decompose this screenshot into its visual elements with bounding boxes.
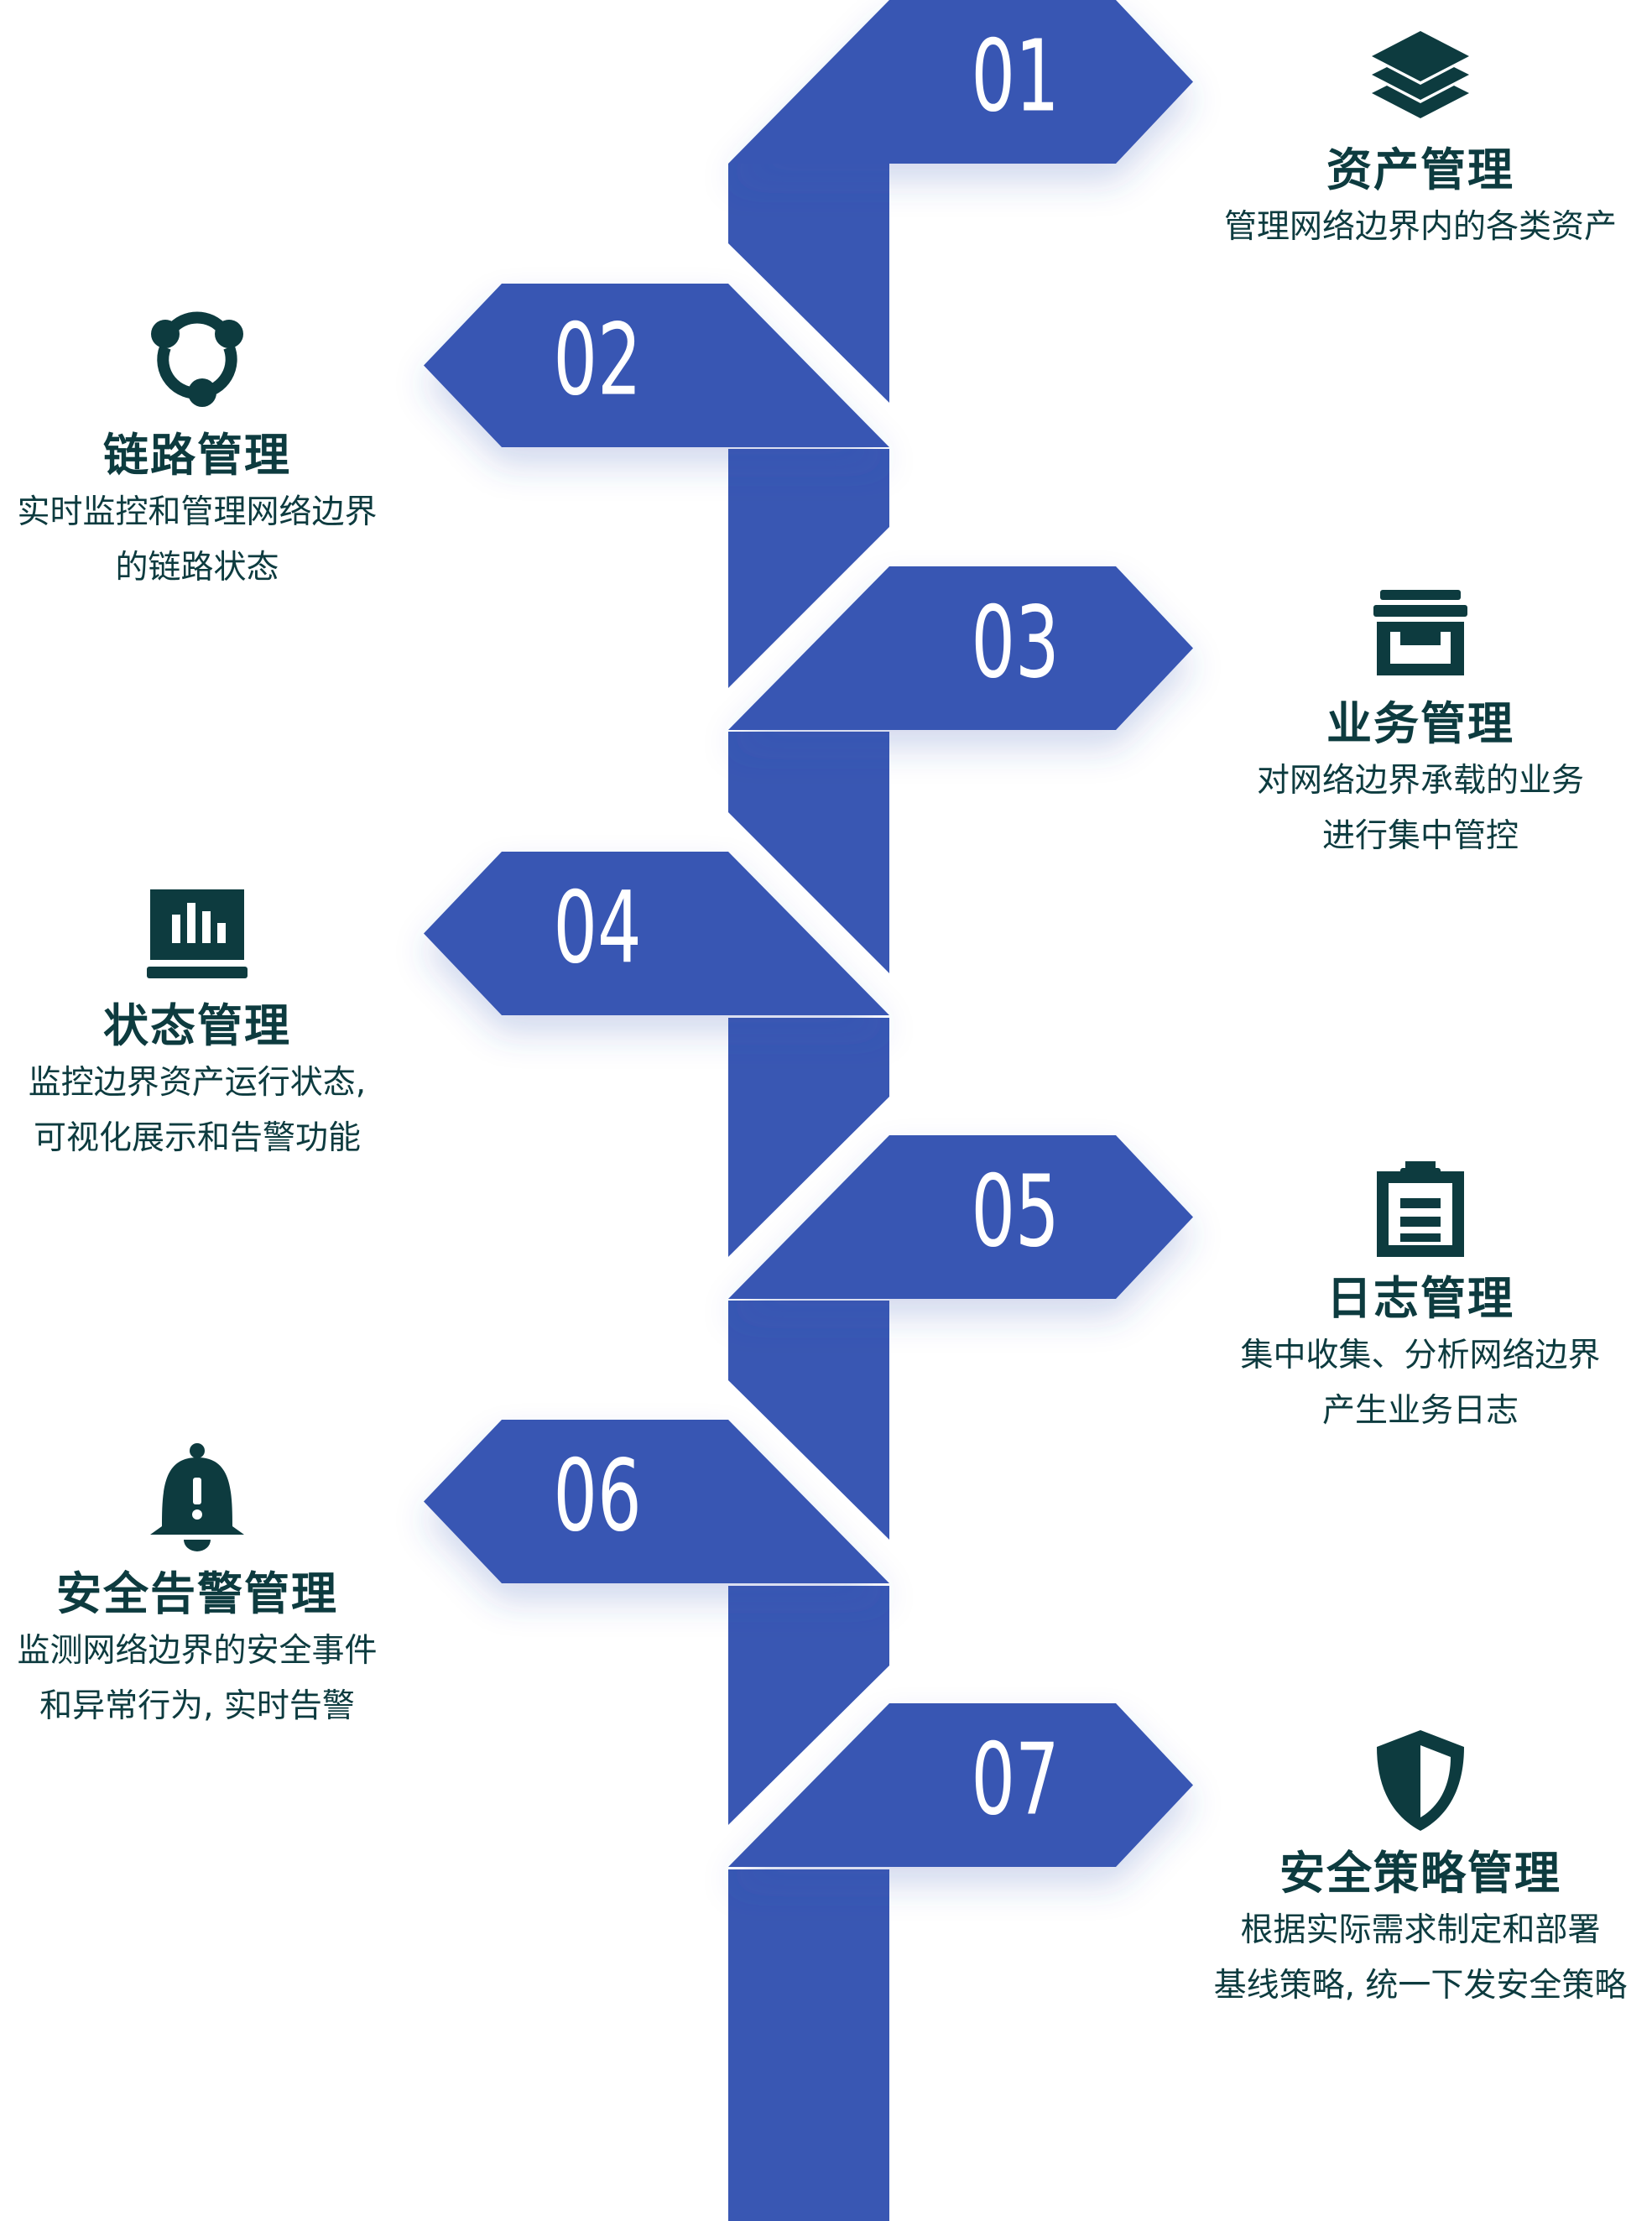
feature-description-line: 和异常行为, 实时告警: [39, 1687, 355, 1725]
feature-description-line: 的链路状态: [115, 548, 279, 587]
step-arrows: 01 02 03 04 05 06 07: [424, 0, 1193, 1867]
step-arrow-01: [728, 0, 1193, 164]
feature-step-06: 安全告警管理 监测网络边界的安全事件 和异常行为, 实时告警: [0, 1562, 457, 1734]
trunk-segment: [728, 732, 889, 973]
trunk-segment: [728, 164, 889, 403]
feature-title: 链路管理: [103, 429, 291, 482]
feature-step-01: 资产管理 管理网络边界内的各类资产: [1160, 138, 1652, 255]
step-number-07: 07: [971, 1722, 1059, 1837]
feature-description-line: 管理网络边界内的各类资产: [1223, 207, 1617, 246]
feature-description-line: 监控边界资产运行状态,: [28, 1063, 367, 1102]
trunk-segment: [728, 1018, 889, 1257]
step-number-05: 05: [971, 1154, 1059, 1269]
feature-title: 日志管理: [1326, 1272, 1514, 1325]
step-icons: [147, 31, 1469, 1831]
feature-description-line: 实时监控和管理网络边界: [17, 493, 378, 531]
feature-title: 状态管理: [103, 999, 291, 1052]
feature-description-line: 集中收集、分析网络边界: [1240, 1336, 1601, 1374]
trunk-segment: [728, 1869, 889, 2221]
share-nodes-icon: [151, 311, 243, 407]
step-arrow-05: [728, 1135, 1193, 1299]
feature-title: 业务管理: [1326, 697, 1514, 750]
feature-step-02: 链路管理 实时监控和管理网络边界 的链路状态: [0, 424, 457, 596]
feature-description-line: 基线策略, 统一下发安全策略: [1213, 1966, 1628, 2005]
feature-description-line: 根据实际需求制定和部署: [1240, 1911, 1601, 1949]
trunk-segment: [728, 1301, 889, 1540]
feature-title: 安全告警管理: [56, 1567, 338, 1620]
shield-icon: [1377, 1730, 1464, 1831]
feature-description-line: 监测网络边界的安全事件: [17, 1631, 378, 1670]
step-number-02: 02: [553, 302, 641, 417]
feature-step-07: 安全策略管理 根据实际需求制定和部署 基线策略, 统一下发安全策略: [1160, 1842, 1652, 2014]
feature-description-line: 可视化展示和告警功能: [33, 1118, 361, 1157]
step-number-06: 06: [553, 1438, 641, 1553]
step-arrow-02: [424, 284, 889, 447]
layers-icon: [1372, 31, 1469, 118]
feature-title: 安全策略管理: [1279, 1847, 1561, 1900]
trunk-segment: [728, 449, 889, 688]
trunk-segment: [728, 1586, 889, 1825]
feature-step-05: 日志管理 集中收集、分析网络边界 产生业务日志: [1160, 1267, 1652, 1439]
feature-title: 资产管理: [1326, 143, 1514, 196]
bell-alert-icon: [150, 1443, 244, 1551]
step-arrow-07: [728, 1703, 1193, 1867]
step-arrow-04: [424, 852, 889, 1015]
archive-box-icon: [1373, 590, 1467, 675]
feature-step-04: 状态管理 监控边界资产运行状态, 可视化展示和告警功能: [0, 994, 457, 1166]
step-arrow-06: [424, 1420, 889, 1583]
clipboard-icon: [1377, 1161, 1464, 1257]
step-number-01: 01: [971, 18, 1059, 133]
feature-description-line: 进行集中管控: [1321, 816, 1519, 855]
feature-step-03: 业务管理 对网络边界承载的业务 进行集中管控: [1160, 692, 1652, 864]
timeline-trunk: [728, 164, 889, 2221]
step-arrow-03: [728, 566, 1193, 730]
step-number-03: 03: [971, 585, 1059, 700]
step-number-04: 04: [553, 870, 641, 985]
monitor-chart-icon: [147, 889, 248, 978]
feature-description-line: 产生业务日志: [1321, 1391, 1519, 1430]
feature-description-line: 对网络边界承载的业务: [1256, 761, 1584, 800]
